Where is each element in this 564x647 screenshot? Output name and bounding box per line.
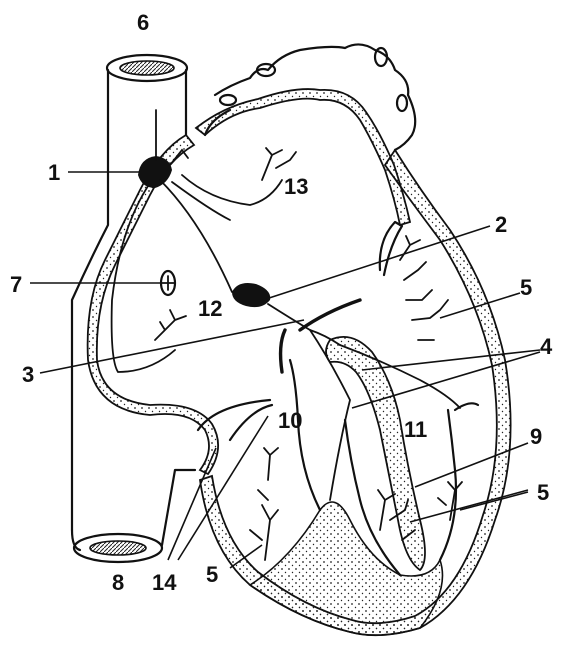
label-5-bottom: 5 [206, 562, 218, 587]
fossa-ovalis [161, 271, 175, 295]
label-leader-lines [30, 172, 540, 568]
atrioventricular-node [232, 283, 270, 307]
label-9: 9 [530, 424, 542, 449]
label-5-right: 5 [537, 480, 549, 505]
label-3: 3 [22, 362, 34, 387]
label-4: 4 [540, 334, 553, 359]
label-12: 12 [198, 296, 222, 321]
conduction-pathways [112, 175, 460, 500]
label-10: 10 [278, 408, 302, 433]
label-14: 14 [152, 570, 177, 595]
superior-vena-cava [72, 55, 187, 530]
label-8: 8 [112, 570, 124, 595]
label-11: 11 [404, 417, 427, 442]
label-6: 6 [137, 10, 149, 35]
label-7: 7 [10, 272, 22, 297]
label-5-top: 5 [520, 275, 532, 300]
label-1: 1 [48, 160, 60, 185]
inferior-vena-cava [72, 470, 195, 562]
left-atrium-wall [196, 89, 410, 225]
label-13: 13 [284, 174, 308, 199]
purkinje-fibers [155, 148, 462, 560]
label-2: 2 [495, 212, 507, 237]
ventricle-inner-contours [230, 222, 478, 575]
